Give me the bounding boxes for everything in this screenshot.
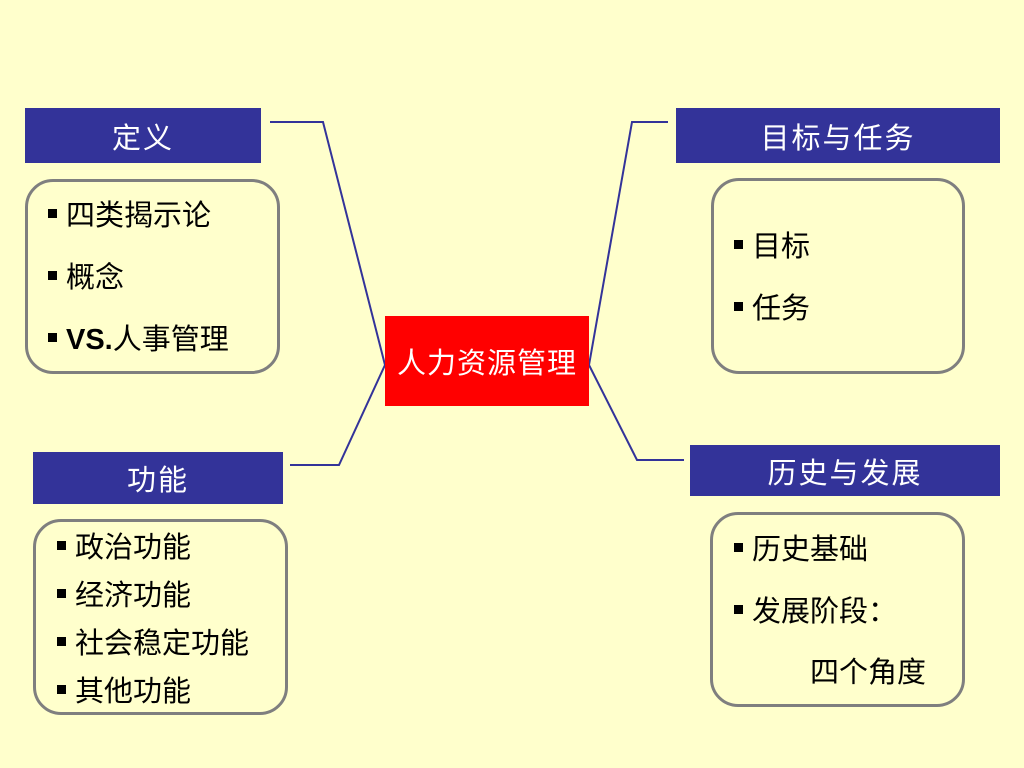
bullet-icon — [57, 540, 66, 550]
connector-definition — [270, 121, 386, 366]
goals-item-2-text: 任务 — [752, 291, 811, 325]
connector-history — [588, 364, 684, 461]
history-item-1-text: 历史基础 — [752, 532, 869, 566]
functions-item-2: 经济功能 — [57, 581, 191, 610]
bullet-icon — [734, 604, 743, 614]
goals-item-2: 任务 — [734, 294, 810, 323]
definition-item-3: VS.人事管理 — [48, 325, 229, 355]
functions-item-2-text: 经济功能 — [75, 578, 192, 612]
bullet-icon — [48, 208, 57, 218]
functions-item-3: 社会稳定功能 — [57, 629, 249, 658]
functions-header: 功能 — [33, 452, 283, 504]
definition-item-1: 四类揭示论 — [48, 201, 211, 230]
history-item-1: 历史基础 — [734, 535, 868, 564]
bullet-icon — [734, 239, 743, 249]
definition-vs-suffix: 人事管理 — [112, 322, 229, 356]
bullet-icon — [734, 542, 743, 552]
bullet-icon — [48, 332, 57, 342]
history-item-2: 发展阶段： — [734, 597, 897, 626]
goals-item-1: 目标 — [734, 232, 810, 261]
definition-item-2-text: 概念 — [66, 260, 125, 294]
history-sub-item: 四个角度 — [810, 655, 927, 689]
goals-header: 目标与任务 — [676, 108, 1000, 163]
definition-vs-prefix: VS. — [66, 324, 113, 356]
functions-item-1-text: 政治功能 — [75, 530, 192, 564]
history-box — [710, 512, 965, 707]
bullet-icon — [57, 588, 66, 598]
functions-item-1: 政治功能 — [57, 533, 191, 562]
history-item-2-text: 发展阶段： — [752, 594, 898, 628]
goals-item-1-text: 目标 — [752, 229, 811, 263]
bullet-icon — [57, 684, 66, 694]
functions-box — [33, 519, 288, 715]
definition-item-2: 概念 — [48, 263, 124, 292]
connector-goals — [588, 121, 668, 366]
history-header: 历史与发展 — [690, 445, 1000, 496]
functions-item-4-text: 其他功能 — [75, 674, 192, 708]
functions-item-4: 其他功能 — [57, 677, 191, 706]
center-topic: 人力资源管理 — [385, 316, 589, 406]
goals-box — [711, 178, 965, 374]
bullet-icon — [734, 301, 743, 311]
functions-item-3-text: 社会稳定功能 — [75, 626, 250, 660]
definition-box — [25, 179, 280, 374]
definition-header: 定义 — [25, 108, 261, 163]
bullet-icon — [48, 270, 57, 280]
bullet-icon — [57, 636, 66, 646]
definition-item-1-text: 四类揭示论 — [66, 198, 212, 232]
connector-functions — [290, 364, 386, 466]
